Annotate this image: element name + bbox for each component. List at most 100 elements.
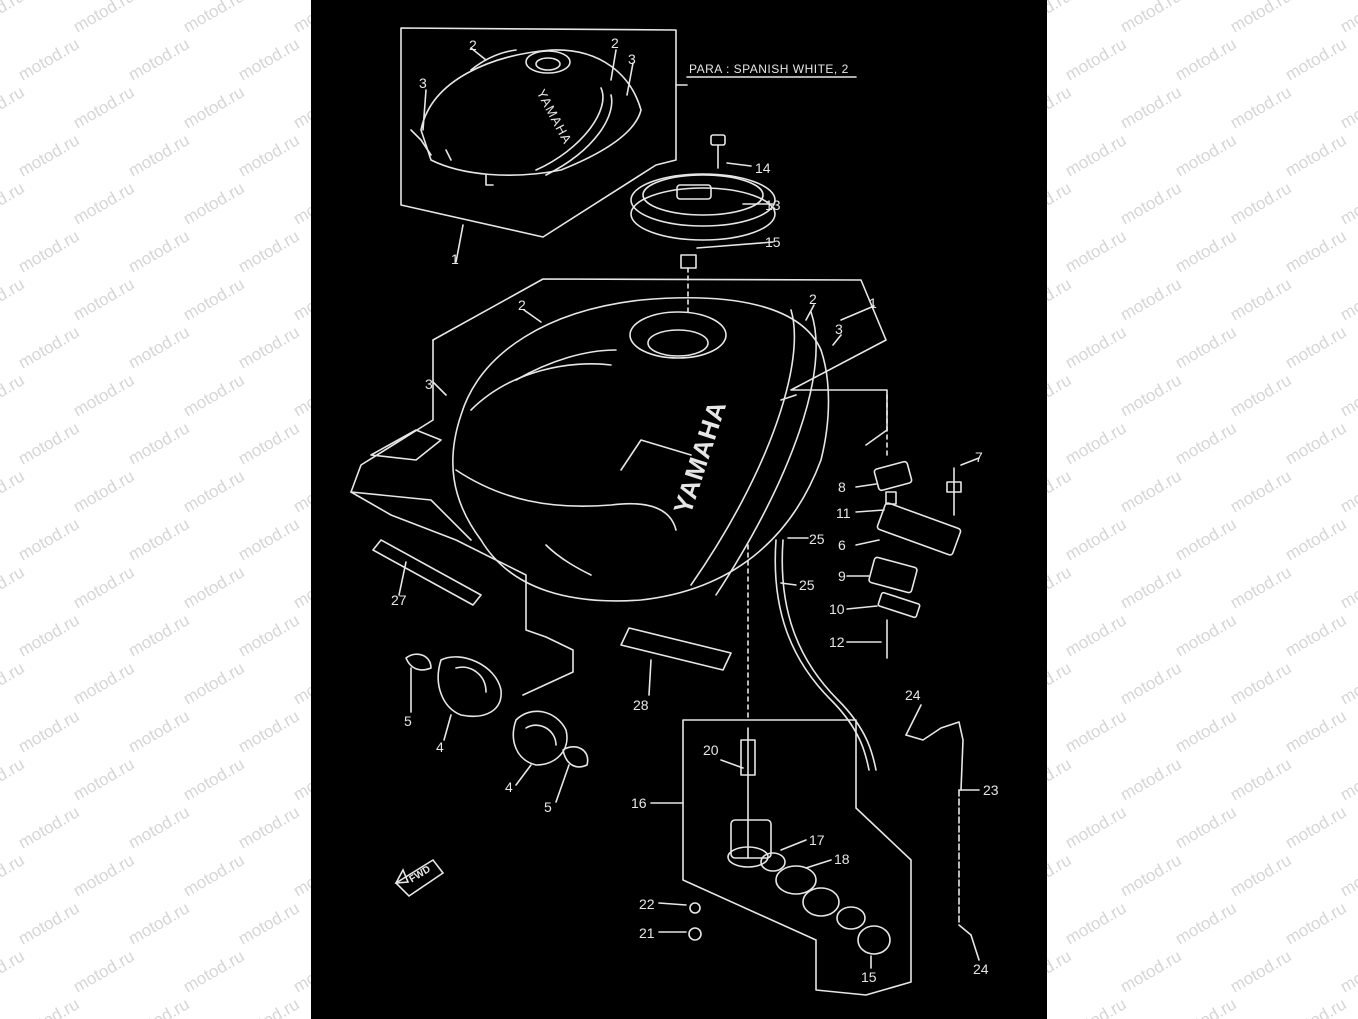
- callout-27: 27: [391, 592, 407, 608]
- callout-13: 13: [765, 197, 781, 213]
- watermark-text: motod.ru: [1172, 706, 1240, 757]
- watermark-text: motod.ru: [15, 226, 83, 277]
- watermark-text: motod.ru: [1047, 370, 1075, 421]
- callout-23: 23: [983, 782, 999, 798]
- callout-2: 2: [611, 35, 619, 51]
- watermark-text: motod.ru: [1047, 754, 1075, 805]
- callout-24: 24: [973, 961, 989, 977]
- watermark-text: motod.ru: [15, 994, 83, 1019]
- watermark-text: motod.ru: [235, 898, 303, 949]
- watermark-text: motod.ru: [70, 658, 138, 709]
- watermark-text: motod.ru: [180, 82, 248, 133]
- watermark-text: motod.ru: [1062, 322, 1130, 373]
- watermark-text: motod.ru: [1172, 514, 1240, 565]
- watermark-text: motod.ru: [0, 946, 28, 997]
- watermark-text: motod.ru: [235, 706, 303, 757]
- watermark-text: motod.ru: [1117, 946, 1185, 997]
- watermark-text: motod.ru: [1172, 610, 1240, 661]
- watermark-text: motod.ru: [1047, 658, 1075, 709]
- callout-24: 24: [905, 687, 921, 703]
- clip-5b: [562, 746, 589, 768]
- watermark-text: motod.ru: [1282, 514, 1350, 565]
- watermark-text: motod.ru: [1337, 274, 1358, 325]
- watermark-text: motod.ru: [290, 178, 311, 229]
- callout-4: 4: [505, 779, 513, 795]
- watermark-text: motod.ru: [235, 994, 303, 1019]
- watermark-text: motod.ru: [235, 34, 303, 85]
- hose-25: [774, 539, 870, 771]
- bracket-8: [873, 460, 913, 492]
- watermark-text: motod.ru: [1117, 178, 1185, 229]
- filter-19: [857, 925, 891, 955]
- watermark-text: motod.ru: [1172, 898, 1240, 949]
- filler-neck: [629, 311, 727, 359]
- watermark-text: motod.ru: [290, 82, 311, 133]
- diagram-drawing: [350, 27, 980, 996]
- inset-tank: [420, 49, 642, 176]
- watermark-text: motod.ru: [235, 802, 303, 853]
- watermark-text: motod.ru: [125, 34, 193, 85]
- watermark-text: motod.ru: [0, 0, 28, 37]
- watermark-text: motod.ru: [125, 130, 193, 181]
- watermark-text: motod.ru: [1062, 226, 1130, 277]
- callout-8: 8: [838, 479, 846, 495]
- watermark-text: motod.ru: [1337, 82, 1358, 133]
- watermark-text: motod.ru: [0, 274, 28, 325]
- watermark-text: motod.ru: [1282, 130, 1350, 181]
- hose-24: [905, 721, 964, 791]
- watermark-text: motod.ru: [1282, 418, 1350, 469]
- watermark-text: motod.ru: [290, 562, 311, 613]
- callout-5: 5: [544, 799, 552, 815]
- watermark-text: motod.ru: [70, 562, 138, 613]
- watermark-text: motod.ru: [0, 178, 28, 229]
- watermark-text: motod.ru: [1227, 850, 1295, 901]
- callout-5: 5: [404, 713, 412, 729]
- watermark-text: motod.ru: [1047, 178, 1075, 229]
- petcock-body: [730, 819, 772, 859]
- watermark-text: motod.ru: [1282, 898, 1350, 949]
- watermark-text: motod.ru: [1117, 754, 1185, 805]
- watermark-text: motod.ru: [1172, 130, 1240, 181]
- callout-22: 22: [639, 896, 655, 912]
- watermark-text: motod.ru: [15, 34, 83, 85]
- watermark-text: motod.ru: [70, 754, 138, 805]
- watermark-text: motod.ru: [15, 322, 83, 373]
- callout-14: 14: [755, 160, 771, 176]
- callout-7: 7: [975, 449, 983, 465]
- callout-25: 25: [809, 531, 825, 547]
- watermark-text: motod.ru: [1047, 466, 1075, 517]
- watermark-text: motod.ru: [1172, 802, 1240, 853]
- watermark-text: motod.ru: [70, 466, 138, 517]
- watermark-text: motod.ru: [180, 754, 248, 805]
- gasket-18: [775, 865, 817, 895]
- damper-28: [620, 627, 732, 671]
- watermark-text: motod.ru: [1172, 994, 1240, 1019]
- watermark-text: motod.ru: [1337, 658, 1358, 709]
- watermark-text: motod.ru: [0, 658, 28, 709]
- watermark-text: motod.ru: [180, 370, 248, 421]
- bracket-9: [868, 556, 918, 594]
- watermark-text: motod.ru: [1227, 370, 1295, 421]
- leader-1-top: [455, 224, 464, 263]
- callout-3: 3: [628, 51, 636, 67]
- watermark-text: motod.ru: [0, 370, 28, 421]
- watermark-text: motod.ru: [1227, 82, 1295, 133]
- watermark-text: motod.ru: [1062, 130, 1130, 181]
- inset-filler: [525, 50, 571, 74]
- watermark-text: motod.ru: [1172, 226, 1240, 277]
- watermark-text: motod.ru: [0, 754, 28, 805]
- watermark-text: motod.ru: [1172, 34, 1240, 85]
- watermark-text: motod.ru: [1337, 178, 1358, 229]
- callout-20: 20: [703, 742, 719, 758]
- watermark-text: motod.ru: [125, 322, 193, 373]
- watermark-text: motod.ru: [0, 562, 28, 613]
- watermark-text: motod.ru: [1047, 82, 1075, 133]
- watermark-text: motod.ru: [1047, 562, 1075, 613]
- watermark-text: motod.ru: [180, 658, 248, 709]
- clip-5a: [405, 653, 432, 671]
- watermark-text: motod.ru: [1047, 274, 1075, 325]
- watermark-text: motod.ru: [235, 130, 303, 181]
- bolt-14: [710, 134, 726, 146]
- watermark-text: motod.ru: [125, 514, 193, 565]
